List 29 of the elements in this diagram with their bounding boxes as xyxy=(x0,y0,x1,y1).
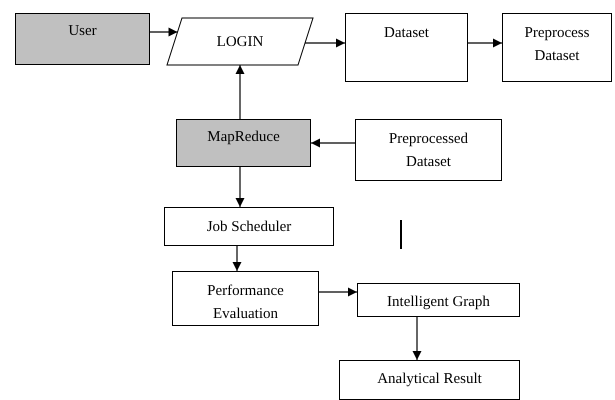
arrow xyxy=(236,65,244,119)
process-box xyxy=(345,13,468,82)
process-box xyxy=(502,13,612,82)
box-label: Dataset xyxy=(383,24,430,43)
process-box xyxy=(176,119,311,167)
process-box xyxy=(172,271,319,326)
process-box xyxy=(355,119,502,181)
box-label: Performance Evaluation xyxy=(206,282,285,324)
process-box xyxy=(164,207,334,246)
box-label: Job Scheduler xyxy=(206,218,292,237)
process-box xyxy=(339,360,520,400)
arrow xyxy=(232,246,242,271)
arrow xyxy=(319,288,357,296)
box-label: LOGIN xyxy=(216,33,264,52)
arrow xyxy=(311,138,355,148)
box-label: MapReduce xyxy=(206,128,281,147)
process-box xyxy=(357,283,520,317)
box-label: Preprocessed Dataset xyxy=(388,130,470,172)
process-box xyxy=(15,13,150,65)
box-label: Intelligent Graph xyxy=(386,293,491,312)
box-label: User xyxy=(67,22,98,41)
input-parallelogram xyxy=(166,18,314,66)
arrow xyxy=(236,167,244,207)
arrow xyxy=(305,38,345,48)
box-label: Analytical Result xyxy=(376,370,483,389)
box-label: Preprocess Dataset xyxy=(524,24,590,66)
arrow xyxy=(468,38,502,48)
arrow xyxy=(412,317,422,360)
arrow xyxy=(150,28,178,36)
